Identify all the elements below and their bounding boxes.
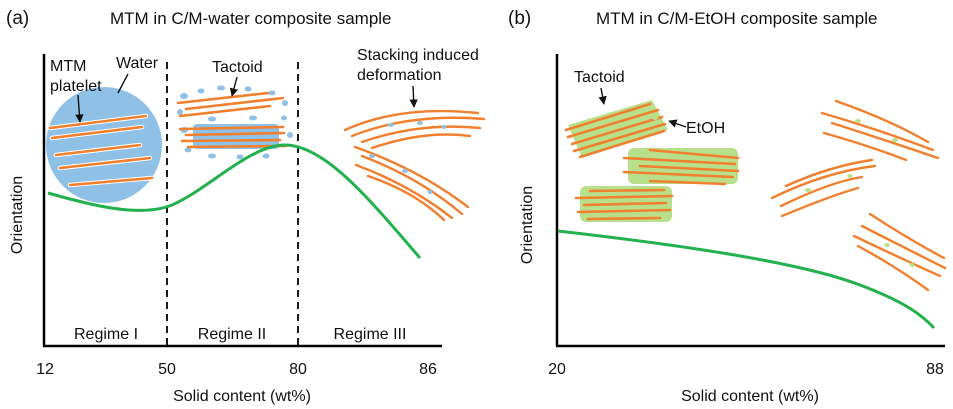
- etoh-deformed-stack-2: [770, 158, 877, 218]
- tactoid-arrow-b: [598, 87, 607, 105]
- etoh-arrow: [668, 119, 687, 128]
- etoh-tactoid-3: [574, 186, 674, 222]
- panel-a-xlabel: Solid content (wt%): [173, 388, 311, 405]
- tactoid-label-b: Tactoid: [574, 69, 625, 86]
- water-pointer: [117, 73, 129, 94]
- water-label: Water: [116, 55, 159, 72]
- water-droplet: [46, 87, 162, 203]
- panel-a-xtick-50: 50: [158, 361, 176, 378]
- panel-b: (b) MTM in C/M-EtOH composite sample Ori…: [508, 8, 947, 405]
- panel-a-ylabel: Orientation: [9, 176, 26, 254]
- deformed-stack-water: [369, 121, 447, 194]
- regime-3-label: Regime III: [334, 326, 407, 343]
- mtm-platelets-in-water: [47, 113, 155, 188]
- tactoid-arrow-a: [229, 76, 238, 97]
- panel-a: (a) MTM in C/M-water composite sample Or…: [6, 8, 486, 405]
- deformed-stack-upper: [343, 109, 486, 150]
- panel-a-xtick-86: 86: [419, 361, 437, 378]
- panel-b-label: (b): [508, 8, 531, 29]
- panel-a-xtick-12: 12: [36, 361, 54, 378]
- panel-a-orientation-curve: [47, 143, 422, 259]
- etoh-deformed-stack-1: [820, 99, 940, 162]
- panel-b-orientation-curve: [557, 229, 936, 330]
- tactoid-label-a: Tactoid: [212, 59, 263, 76]
- deformed-stack-lower: [353, 145, 470, 222]
- panel-a-xtick-80: 80: [289, 361, 307, 378]
- panel-b-title: MTM in C/M-EtOH composite sample: [596, 9, 878, 28]
- tactoid-stack-upper: [176, 85, 288, 122]
- stacking-label-line2: deformation: [357, 67, 442, 84]
- panel-b-xtick-20: 20: [548, 361, 566, 378]
- panel-a-label: (a): [6, 8, 29, 29]
- tactoid-stack-lower: [178, 124, 293, 160]
- stacking-arrow: [409, 85, 418, 108]
- etoh-deformed-stack-3: [852, 212, 947, 292]
- panel-a-title: MTM in C/M-water composite sample: [110, 9, 392, 28]
- regime-1-label: Regime I: [74, 326, 138, 343]
- mtm-arrow: [75, 94, 84, 123]
- etoh-tactoid-2: [622, 148, 740, 186]
- etoh-tactoid-1: [564, 100, 668, 159]
- etoh-droplets: [583, 116, 915, 267]
- panel-b-xtick-88: 88: [926, 361, 944, 378]
- stacking-label-line1: Stacking induced: [357, 47, 479, 64]
- etoh-label: EtOH: [686, 120, 725, 137]
- regime-2-label: Regime II: [198, 326, 266, 343]
- mtm-label-line2: platelet: [50, 78, 102, 95]
- panel-b-xlabel: Solid content (wt%): [681, 388, 819, 405]
- panel-b-ylabel: Orientation: [519, 186, 536, 264]
- mtm-label-line1: MTM: [50, 58, 86, 75]
